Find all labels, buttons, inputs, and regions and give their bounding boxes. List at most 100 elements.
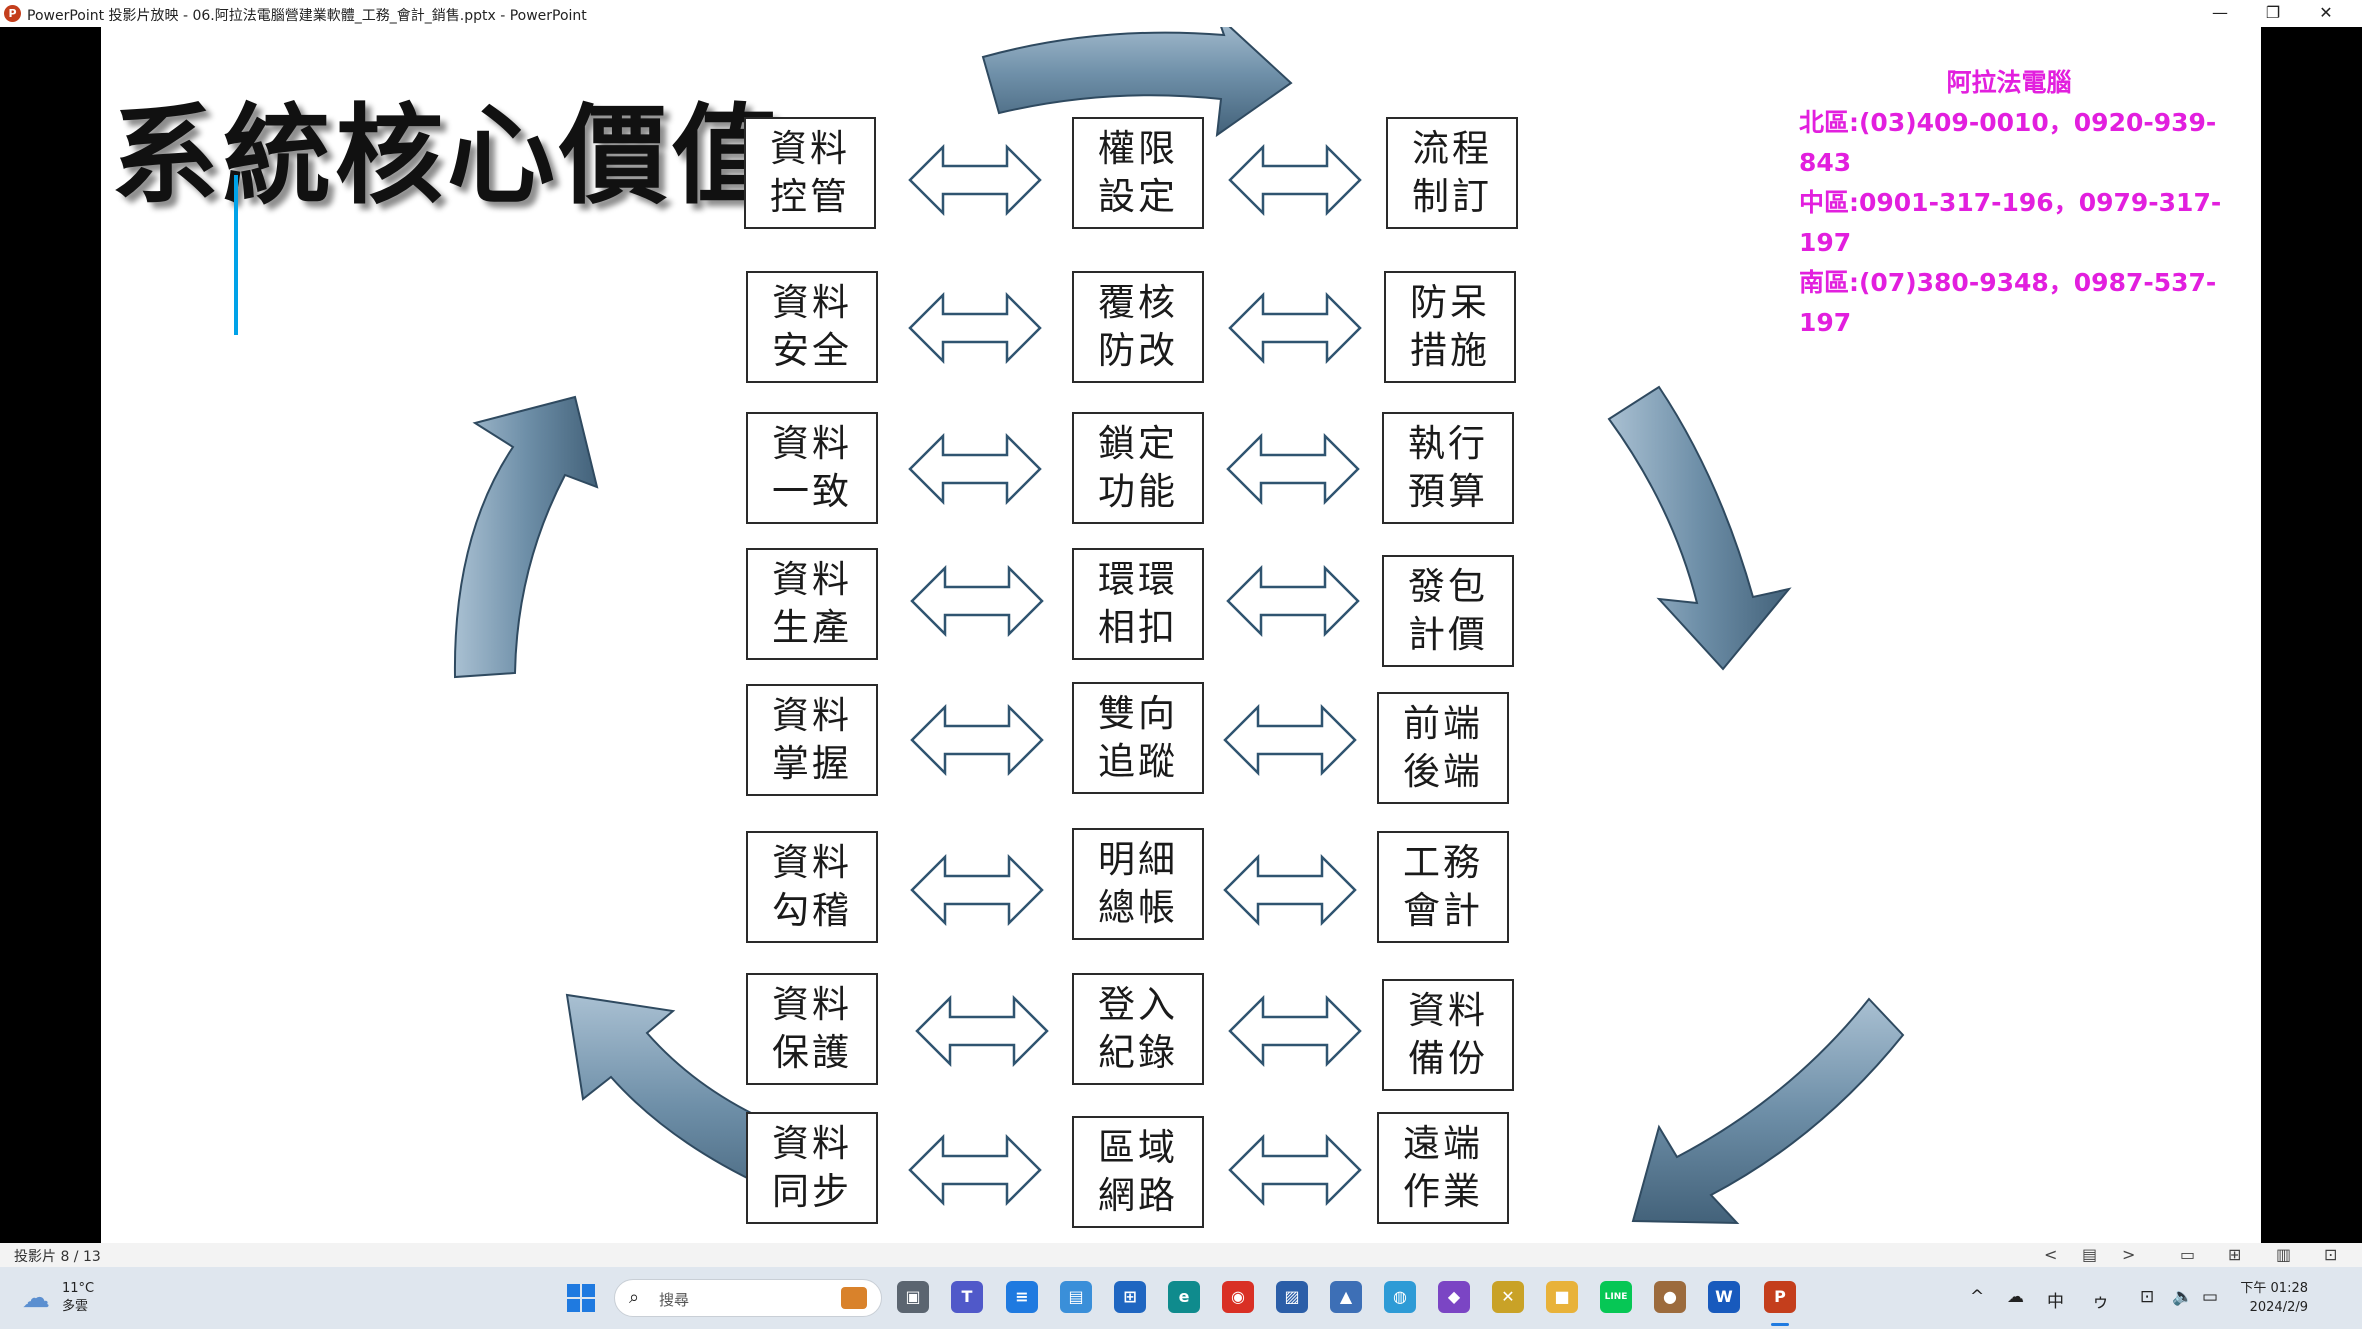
value-box-line: 安全 — [772, 327, 852, 375]
tools-icon[interactable]: ✕ — [1492, 1281, 1524, 1313]
accent-line — [234, 175, 238, 335]
double-arrow-icon — [1225, 431, 1361, 507]
edge-icon[interactable]: e — [1168, 1281, 1200, 1313]
right-lower-curved-arrow — [1521, 977, 1941, 1243]
value-box-line: 鎖定 — [1098, 420, 1178, 468]
chart-app-icon[interactable]: ▲ — [1330, 1281, 1362, 1313]
value-box-line: 明細 — [1098, 836, 1178, 884]
value-box-line: 備份 — [1408, 1035, 1488, 1083]
active-app-indicator — [1771, 1323, 1789, 1326]
powerpoint-icon[interactable]: P — [1764, 1281, 1796, 1313]
value-box-left: 資料同步 — [746, 1112, 878, 1224]
store-icon[interactable]: ⊞ — [1114, 1281, 1146, 1313]
previous-slide-button[interactable]: < — [2044, 1245, 2057, 1264]
value-box-line: 資料 — [772, 692, 852, 740]
notepad-icon[interactable]: ≡ — [1006, 1281, 1038, 1313]
teams-icon[interactable]: T — [951, 1281, 983, 1313]
value-box-right: 流程制訂 — [1386, 117, 1518, 229]
double-arrow-icon — [1222, 852, 1358, 928]
clock-time: 下午 01:28 — [2238, 1279, 2308, 1298]
value-box-line: 措施 — [1410, 327, 1490, 375]
input-method-icon[interactable]: 中 — [2047, 1287, 2064, 1312]
weather-widget[interactable]: 11°C 多雲 — [62, 1280, 94, 1316]
double-arrow-icon — [907, 1132, 1043, 1208]
restore-button[interactable]: ❐ — [2250, 0, 2296, 27]
value-box-center: 登入紀錄 — [1072, 973, 1204, 1085]
value-box-center: 覆核防改 — [1072, 271, 1204, 383]
visual-studio-icon[interactable]: ◆ — [1438, 1281, 1470, 1313]
reading-view-icon[interactable]: ▥ — [2276, 1245, 2291, 1264]
value-box-line: 環環 — [1098, 556, 1178, 604]
globe-icon[interactable]: ◍ — [1384, 1281, 1416, 1313]
taskbar-clock[interactable]: 下午 01:28 2024/2/9 — [2238, 1279, 2308, 1317]
slide-sorter-icon[interactable]: ⊞ — [2228, 1245, 2241, 1264]
value-box-line: 資料 — [772, 556, 852, 604]
notes-icon[interactable]: ▤ — [2082, 1245, 2097, 1264]
briefcase-icon — [841, 1287, 867, 1309]
ime-mode-icon[interactable]: ゥ — [2092, 1287, 2109, 1312]
ball-app-icon[interactable]: ● — [1654, 1281, 1686, 1313]
show-hidden-icons-icon[interactable]: ^ — [1970, 1287, 1984, 1307]
south-phone: 南區:(07)380-9348，0987-537-197 — [1799, 263, 2249, 343]
file-explorer-icon[interactable]: ■ — [1546, 1281, 1578, 1313]
double-arrow-icon — [1222, 702, 1358, 778]
control-panel-icon[interactable]: ▤ — [1060, 1281, 1092, 1313]
left-upper-curved-arrow — [441, 367, 721, 697]
word-icon[interactable]: W — [1708, 1281, 1740, 1313]
value-box-line: 預算 — [1408, 468, 1488, 516]
value-box-line: 資料 — [1408, 987, 1488, 1035]
cloud-icon[interactable]: ☁ — [22, 1281, 50, 1314]
double-arrow-icon — [907, 290, 1043, 366]
value-box-line: 資料 — [772, 279, 852, 327]
minimize-button[interactable]: — — [2197, 0, 2243, 27]
value-box-left: 資料一致 — [746, 412, 878, 524]
battery-icon[interactable]: ▭ — [2202, 1287, 2218, 1307]
double-arrow-icon — [907, 431, 1043, 507]
value-box-left: 資料勾稽 — [746, 831, 878, 943]
double-arrow-icon — [907, 142, 1043, 218]
value-box-line: 工務 — [1403, 839, 1483, 887]
double-arrow-icon — [1227, 1132, 1363, 1208]
double-arrow-icon — [909, 563, 1045, 639]
slide-canvas[interactable]: 系統核心價值 阿拉法電腦 北區:(03)409-0010，0920-939-84… — [101, 27, 2261, 1243]
weather-temp: 11°C — [62, 1280, 94, 1298]
window-titlebar[interactable]: P PowerPoint 投影片放映 - 06.阿拉法電腦營建業軟體_工務_會計… — [0, 0, 2362, 27]
windows-start-icon[interactable] — [567, 1284, 595, 1312]
value-box-line: 權限 — [1098, 125, 1178, 173]
slide-counter: 投影片 8 / 13 — [14, 1246, 101, 1266]
close-button[interactable]: ✕ — [2303, 0, 2349, 27]
chrome-icon[interactable]: ◉ — [1222, 1281, 1254, 1313]
volume-icon[interactable]: 🔈 — [2172, 1287, 2193, 1307]
onedrive-icon[interactable]: ☁ — [2007, 1287, 2024, 1307]
value-box-line: 發包 — [1408, 563, 1488, 611]
value-box-line: 雙向 — [1098, 690, 1178, 738]
clock-date: 2024/2/9 — [2238, 1298, 2308, 1317]
value-box-right: 資料備份 — [1382, 979, 1514, 1091]
value-box-line: 流程 — [1412, 125, 1492, 173]
value-box-line: 資料 — [772, 981, 852, 1029]
double-arrow-icon — [1227, 290, 1363, 366]
normal-view-icon[interactable]: ▭ — [2180, 1245, 2195, 1264]
value-box-line: 掌握 — [772, 740, 852, 788]
value-box-line: 前端 — [1403, 700, 1483, 748]
value-box-line: 資料 — [770, 125, 850, 173]
line-icon[interactable]: LINE — [1600, 1281, 1632, 1313]
value-box-line: 計價 — [1408, 611, 1488, 659]
window-title: PowerPoint 投影片放映 - 06.阿拉法電腦營建業軟體_工務_會計_銷… — [27, 5, 587, 25]
value-box-line: 制訂 — [1412, 173, 1492, 221]
next-slide-button[interactable]: > — [2122, 1245, 2135, 1264]
value-box-line: 追蹤 — [1098, 738, 1178, 786]
value-box-line: 紀錄 — [1098, 1029, 1178, 1077]
value-box-line: 網路 — [1098, 1172, 1178, 1220]
taskbar-search[interactable]: ⌕ 搜尋 — [614, 1279, 882, 1317]
value-box-left: 資料保護 — [746, 973, 878, 1085]
value-box-left: 資料生產 — [746, 548, 878, 660]
weather-desc: 多雲 — [62, 1298, 94, 1316]
value-box-line: 勾稽 — [772, 887, 852, 935]
network-icon[interactable]: ⊡ — [2140, 1287, 2154, 1307]
slideshow-icon[interactable]: ⊡ — [2324, 1245, 2337, 1264]
value-box-center: 權限設定 — [1072, 117, 1204, 229]
value-box-line: 保護 — [772, 1029, 852, 1077]
photos-icon[interactable]: ▨ — [1276, 1281, 1308, 1313]
task-view-icon[interactable]: ▣ — [897, 1281, 929, 1313]
